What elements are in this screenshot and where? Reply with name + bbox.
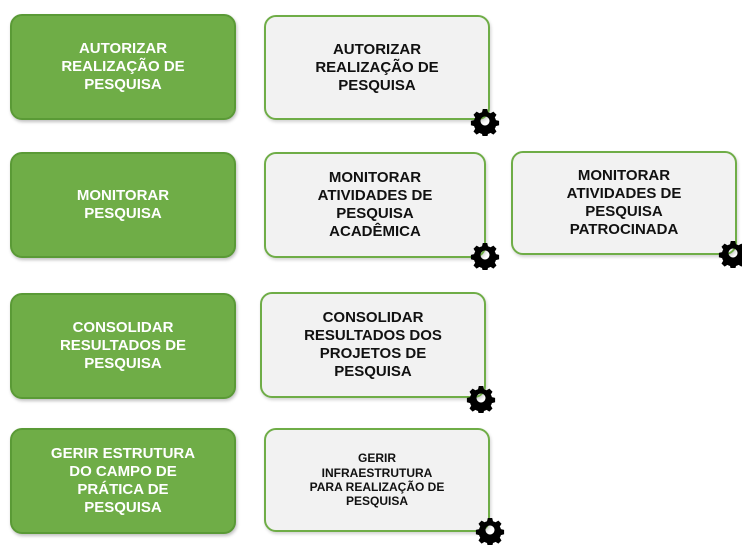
gear-icon [470,243,500,270]
process-monitorar-pesquisa[interactable]: MONITORAR PESQUISA [10,152,236,258]
gear-icon [470,109,500,136]
subprocess-monitorar-atividades-academica[interactable]: MONITORAR ATIVIDADES DE PESQUISA ACADÊMI… [264,152,486,258]
gear-icon [475,518,505,545]
subprocess-monitorar-atividades-patrocinada[interactable]: MONITORAR ATIVIDADES DE PESQUISA PATROCI… [511,151,737,255]
subprocess-consolidar-resultados-projetos[interactable]: CONSOLIDAR RESULTADOS DOS PROJETOS DE PE… [260,292,486,398]
process-autorizar-realizacao-pesquisa[interactable]: AUTORIZAR REALIZAÇÃO DE PESQUISA [10,14,236,120]
process-consolidar-resultados-pesquisa[interactable]: CONSOLIDAR RESULTADOS DE PESQUISA [10,293,236,399]
subprocess-gerir-infraestrutura[interactable]: GERIR INFRAESTRUTURA PARA REALIZAÇÃO DE … [264,428,490,532]
gear-icon [466,386,496,413]
gear-icon [718,241,742,268]
process-gerir-estrutura-campo-pratica[interactable]: GERIR ESTRUTURA DO CAMPO DE PRÁTICA DE P… [10,428,236,534]
subprocess-autorizar-realizacao-pesquisa[interactable]: AUTORIZAR REALIZAÇÃO DE PESQUISA [264,15,490,120]
